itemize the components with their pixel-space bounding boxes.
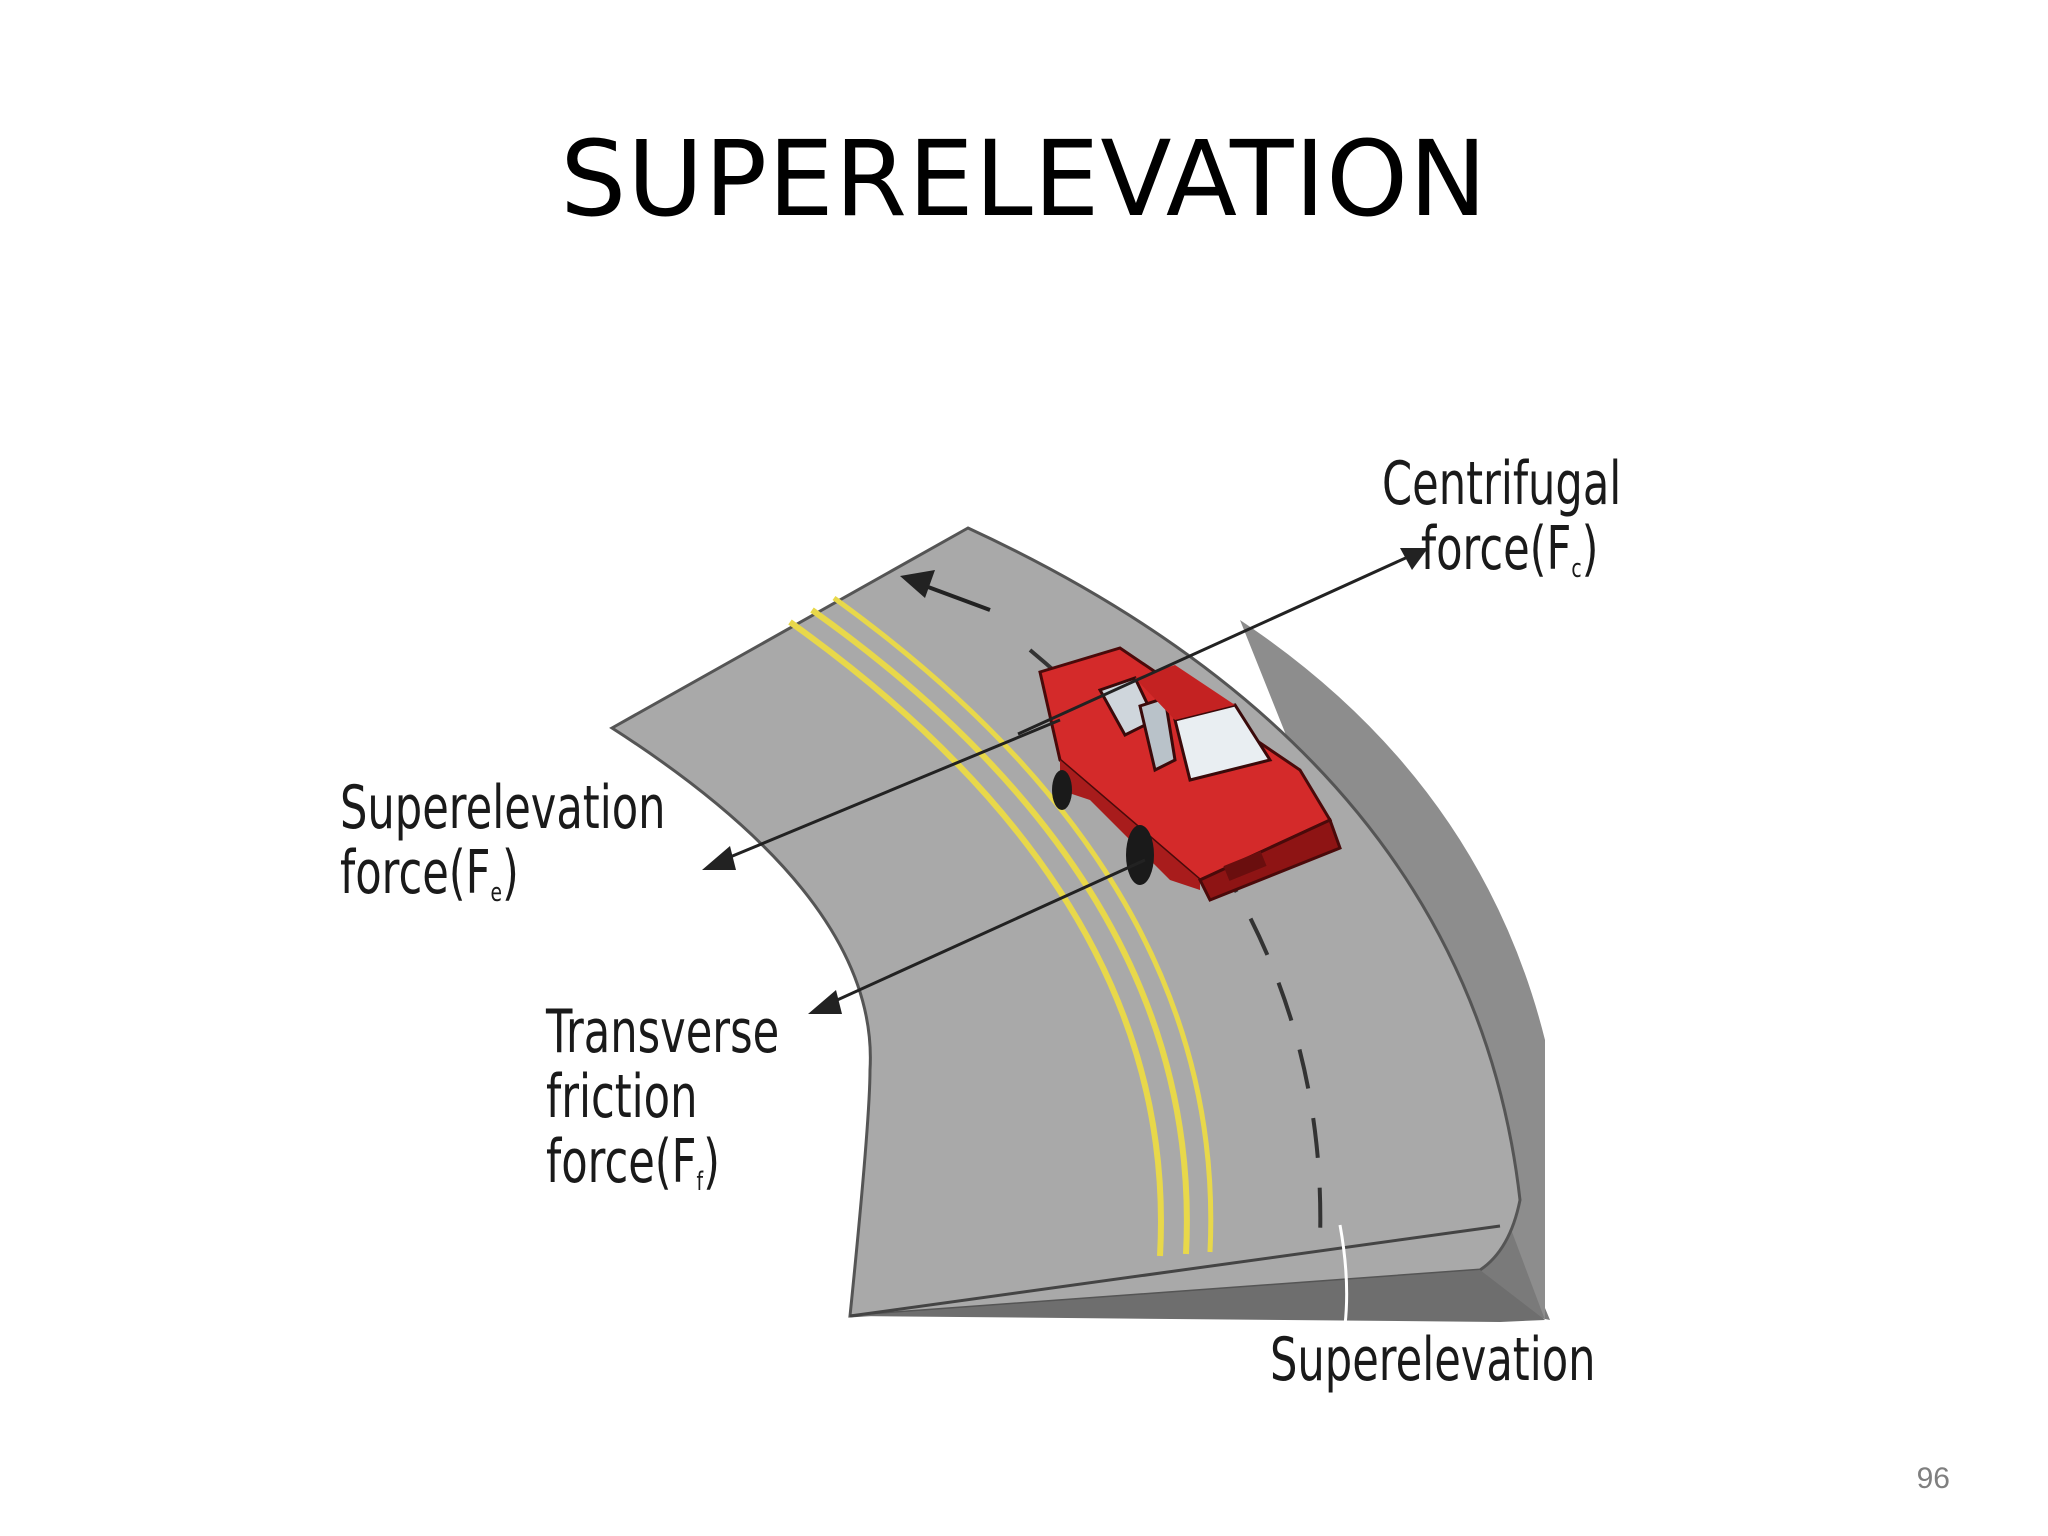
road-cross-section [850,1270,1545,1322]
centrifugal-label-line1: Centrifugal [1382,449,1622,519]
superelevation-force-label-sub: e [490,877,503,908]
superelevation-force-label-line1: Superelevation [340,773,666,843]
superelevation-force-label-line2: force(F [340,837,491,908]
superelevation-bottom-text: Superelevation [1270,1325,1596,1395]
car-body-side [1060,760,1200,890]
direction-arrow-head [900,570,935,598]
friction-label-line2: friction [546,1061,698,1132]
yellow-center-line-3 [832,595,1214,1253]
centrifugal-force-label: Centrifugal force(Fc) [1382,449,1622,584]
road-outer-edge-face [1240,620,1545,1320]
car-rear [1197,817,1342,902]
yellow-center-line-1 [788,619,1164,1257]
slide-title: SUPERELEVATION [560,118,1488,240]
road-front-edge [849,1224,1501,1318]
friction-force-label: Transverse friction force(Ff) [546,997,780,1197]
centrifugal-label-line2: force(F [1420,513,1572,584]
page-number: 96 [1916,1462,1950,1495]
car-tail-light [1223,851,1267,881]
car-rear-wheel [1126,825,1154,885]
centrifugal-force-arrow-head [1400,548,1428,570]
friction-label-line1: Transverse [546,997,780,1067]
friction-label-line3: force(F [546,1126,697,1197]
centrifugal-force-arrow [1017,554,1411,736]
superelevation-force-arrow [717,718,1061,864]
car-roof [1135,665,1235,720]
car-front-wheel [1052,770,1072,810]
superelevation-bottom-label: Superelevation [1270,1328,1596,1393]
road-surface [609,526,1522,1318]
superelevation-force-label: Superelevation force(Fe) [340,773,666,908]
friction-label-sub: f [696,1166,704,1197]
superelevation-force-arrow-head [702,846,736,870]
centrifugal-label-sub: c [1571,553,1582,584]
friction-force-arrow [823,858,1146,1008]
car [1038,646,1342,902]
friction-force-arrow-head [808,990,842,1014]
yellow-center-line-2 [810,607,1190,1255]
superelevation-indicator [1338,1224,1349,1326]
direction-arrow [919,582,991,612]
